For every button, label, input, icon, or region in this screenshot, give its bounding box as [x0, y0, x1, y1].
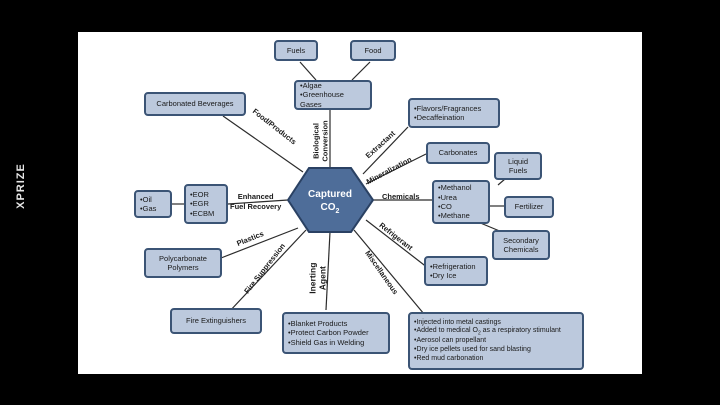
- box-miscellaneous: •Injected into metal castings •Added to …: [408, 312, 584, 370]
- box-algae: •Algae•Greenhouse Gases: [294, 80, 372, 110]
- box-flavors: •Flavors/Fragrances•Decaffeination: [408, 98, 500, 128]
- box-fertilizer: Fertilizer: [504, 196, 554, 218]
- hexagon-label-line2: CO2: [320, 202, 340, 215]
- box-carbonates: Carbonates: [426, 142, 490, 164]
- hexagon-label: Captured CO2: [295, 188, 365, 216]
- box-fuels: Fuels: [274, 40, 318, 61]
- box-oil-gas: •Oil•Gas: [134, 190, 172, 218]
- line-carbonates-hex: [365, 153, 427, 185]
- line-fuels-algae: [299, 61, 317, 81]
- box-eor: •EOR•EGR•ECBM: [184, 184, 228, 224]
- box-refrigeration: •Refrigeration•Dry Ice: [424, 256, 488, 286]
- xprize-side-logo: XPRIZE: [6, 150, 36, 240]
- box-methanol: •Methanol•Urea•CO•Methane: [432, 180, 490, 224]
- line-misc-hex: [353, 229, 425, 315]
- line-eor-hex: [227, 199, 289, 205]
- xprize-brand-text: XPRIZE: [15, 163, 27, 209]
- hexagon-label-line1: Captured: [308, 189, 352, 200]
- line-refrigeration-hex: [365, 219, 429, 269]
- line-fire-hex: [227, 229, 307, 314]
- box-blanket-products: •Blanket Products•Protect Carbon Powder•…: [282, 312, 390, 354]
- line-polycarbonate-hex: [220, 227, 299, 259]
- box-carbonated-beverages: Carbonated Beverages: [144, 92, 246, 116]
- connector-lines: [172, 61, 513, 315]
- line-blanket-hex: [325, 231, 331, 311]
- box-food: Food: [350, 40, 396, 61]
- label-chemicals: Chemicals: [382, 192, 420, 201]
- line-food-algae: [351, 61, 371, 81]
- captured-co2-hexagon: [286, 167, 375, 233]
- line-beverages-hex: [222, 115, 304, 173]
- line-flavors-hex: [362, 126, 409, 175]
- diagram-slide: Captured CO2 Fuels Food •Algae•Greenhous…: [78, 32, 642, 374]
- box-fire-extinguishers: Fire Extinguishers: [170, 308, 262, 334]
